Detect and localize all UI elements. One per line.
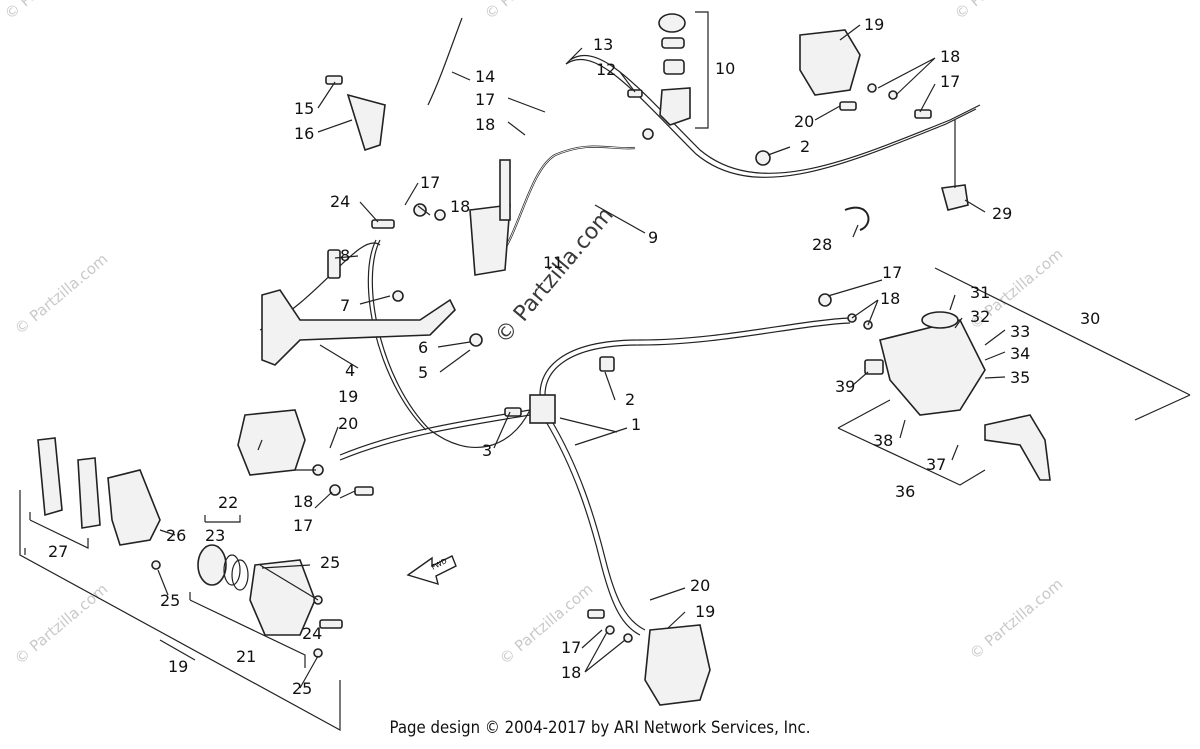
bracket — [346, 93, 386, 152]
watermark: © Partzilla.com — [1, 0, 101, 23]
caliper-front-right — [799, 29, 861, 96]
caliper-front-left — [237, 409, 306, 476]
callout-24: 24 — [330, 192, 350, 211]
brake-tee — [529, 394, 556, 424]
parts — [37, 13, 1051, 706]
callout-25: 25 — [320, 553, 340, 572]
callout-39: 39 — [835, 377, 855, 396]
callout-3: 3 — [482, 441, 492, 460]
brake-pad — [37, 437, 63, 517]
callout-14: 14 — [475, 67, 495, 86]
callout-2: 2 — [800, 137, 810, 156]
callout-21: 21 — [236, 647, 256, 666]
caliper-bracket — [107, 469, 161, 546]
leader-lines — [19, 11, 1191, 732]
callout-4: 4 — [345, 361, 355, 380]
fwd-arrow: FWD — [406, 555, 457, 586]
caliper-rear — [644, 624, 711, 706]
callout-37: 37 — [926, 455, 946, 474]
callout-11: 11 — [543, 253, 563, 272]
callout-33: 33 — [1010, 322, 1030, 341]
callout-20: 20 — [690, 576, 710, 595]
callout-19: 19 — [864, 15, 884, 34]
callout-6: 6 — [418, 338, 428, 357]
caliper-body — [249, 559, 316, 636]
pivot-bolt — [327, 249, 341, 279]
callout-1: 1 — [631, 415, 641, 434]
callout-12: 12 — [596, 60, 616, 79]
callout-20: 20 — [794, 112, 814, 131]
callout-26: 26 — [166, 526, 186, 545]
callout-16: 16 — [294, 124, 314, 143]
callout-34: 34 — [1010, 344, 1030, 363]
callout-10: 10 — [715, 59, 735, 78]
callout-18: 18 — [880, 289, 900, 308]
copyright-footer: Page design © 2004-2017 by ARI Network S… — [389, 718, 811, 738]
callout-36: 36 — [895, 482, 915, 501]
callout-19: 19 — [695, 602, 715, 621]
callout-24: 24 — [302, 624, 322, 643]
pushrod — [499, 159, 511, 221]
callout-8: 8 — [340, 246, 350, 265]
callout-28: 28 — [812, 235, 832, 254]
reservoir — [627, 13, 691, 140]
callout-13: 13 — [593, 35, 613, 54]
callout-18: 18 — [561, 663, 581, 682]
callout-17: 17 — [420, 173, 440, 192]
callout-20: 20 — [338, 414, 358, 433]
callout-7: 7 — [340, 296, 350, 315]
callout-18: 18 — [293, 492, 313, 511]
callout-25: 25 — [292, 679, 312, 698]
callout-17: 17 — [475, 90, 495, 109]
callout-5: 5 — [418, 363, 428, 382]
callout-17: 17 — [940, 72, 960, 91]
watermark: © Partzilla.com — [951, 0, 1051, 23]
callout-19: 19 — [338, 387, 358, 406]
callout-19: 19 — [168, 657, 188, 676]
watermark: © Partzilla.com — [966, 575, 1066, 663]
callout-17: 17 — [561, 638, 581, 657]
callout-18: 18 — [450, 197, 470, 216]
callout-30: 30 — [1080, 309, 1100, 328]
callout-32: 32 — [970, 307, 990, 326]
brake-lever — [984, 414, 1051, 481]
rear-master-cylinder — [469, 204, 511, 276]
brake-pad — [77, 457, 101, 529]
callout-9: 9 — [648, 228, 658, 247]
callout-29: 29 — [992, 204, 1012, 223]
brake-lines — [259, 54, 981, 636]
callout-17: 17 — [882, 263, 902, 282]
callout-17: 17 — [293, 516, 313, 535]
callouts: 1 2 2 3 4 5 6 7 8 9 10 11 12 13 14 15 16… — [48, 15, 1100, 698]
watermark-center: © Partzilla.com — [490, 203, 618, 349]
callout-31: 31 — [970, 283, 990, 302]
callout-22: 22 — [218, 493, 238, 512]
callout-18: 18 — [475, 115, 495, 134]
watermark: © Partzilla.com — [11, 250, 111, 338]
brake-pedal — [261, 289, 456, 366]
watermark: © Partzilla.com — [481, 0, 581, 23]
callout-25: 25 — [160, 591, 180, 610]
callout-18: 18 — [940, 47, 960, 66]
callout-27: 27 — [48, 542, 68, 561]
watermark: © Partzilla.com — [11, 580, 111, 668]
callout-2: 2 — [625, 390, 635, 409]
piston — [197, 544, 227, 586]
callout-38: 38 — [873, 431, 893, 450]
hand-master-cylinder — [879, 319, 986, 416]
callout-23: 23 — [205, 526, 225, 545]
callout-15: 15 — [294, 99, 314, 118]
callout-35: 35 — [1010, 368, 1030, 387]
